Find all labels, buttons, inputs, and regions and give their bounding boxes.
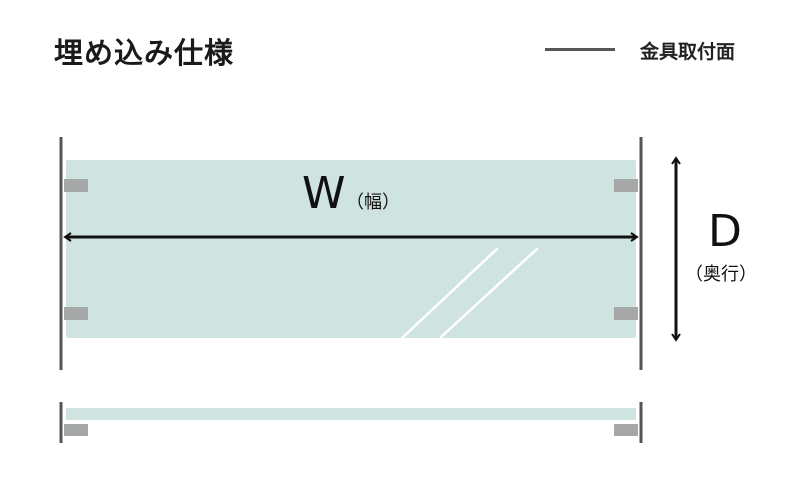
glass-reflection-line xyxy=(439,247,539,339)
bracket xyxy=(614,307,638,320)
bracket xyxy=(614,424,638,436)
legend-label: 金具取付面 xyxy=(640,41,736,63)
glass-panel-top-view xyxy=(66,160,636,338)
width-label: W xyxy=(302,168,346,219)
bracket xyxy=(64,179,88,192)
depth-sub-label: （奥行） xyxy=(685,264,757,285)
glass-reflection-line xyxy=(401,247,499,339)
glass-panel-side-view xyxy=(66,408,636,420)
bracket xyxy=(64,424,88,436)
legend-mount-line-swatch xyxy=(545,48,615,51)
bracket xyxy=(614,179,638,192)
width-sub-label: （幅） xyxy=(346,192,400,213)
depth-label: D xyxy=(708,206,742,257)
page-title: 埋め込み仕様 xyxy=(54,36,235,70)
bracket xyxy=(64,307,88,320)
